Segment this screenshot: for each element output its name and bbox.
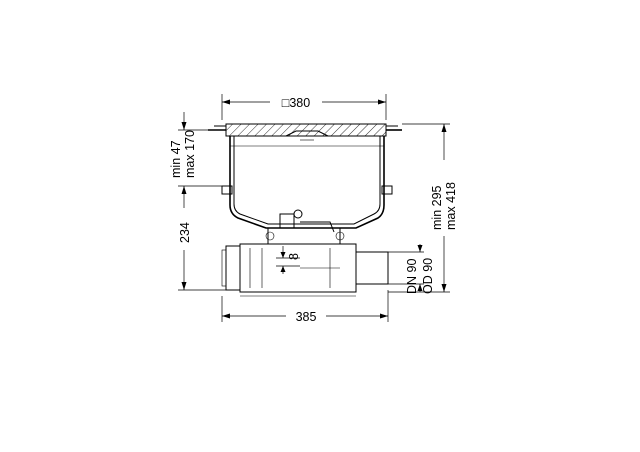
arrow-diam-up bbox=[417, 284, 423, 291]
label-height-max: max 418 bbox=[444, 182, 458, 230]
arrow-offset-down bbox=[280, 252, 286, 258]
label-dn: DN 90 bbox=[405, 259, 419, 294]
outlet-pipe bbox=[221, 243, 389, 297]
dim-bottom-width: 385 bbox=[221, 290, 389, 324]
arrow-234-up bbox=[181, 186, 187, 194]
arrow-top-left bbox=[222, 99, 230, 105]
side-clip-left bbox=[221, 185, 233, 195]
arrow-diam-down bbox=[417, 245, 423, 252]
label-adjust-max: max 170 bbox=[183, 130, 197, 178]
side-clip-right bbox=[381, 185, 393, 195]
arrow-bottom-right bbox=[380, 313, 388, 319]
arrow-bottom-left bbox=[222, 313, 230, 319]
pivot-left bbox=[265, 231, 275, 241]
body-outline-inner bbox=[233, 136, 381, 225]
valve-lever bbox=[300, 221, 335, 233]
grating-top bbox=[208, 123, 402, 141]
dim-pipe-diameter: DN 90 OD 90 bbox=[388, 244, 435, 294]
arrow-height-down bbox=[441, 284, 447, 292]
dim-offset: 8 bbox=[276, 246, 301, 274]
dim-right-height: min 295 max 418 bbox=[388, 123, 458, 293]
label-height-min: min 295 bbox=[430, 185, 444, 230]
label-od: OD 90 bbox=[421, 258, 435, 294]
drain-body bbox=[221, 136, 393, 229]
body-outline-outer bbox=[229, 136, 385, 229]
dim-left-adjust: min 47 max 170 bbox=[169, 112, 208, 178]
valve-block bbox=[279, 213, 295, 229]
grating-center-boss bbox=[285, 130, 329, 137]
dim-left-234: 234 bbox=[178, 185, 226, 291]
arrow-adjust-down bbox=[181, 122, 187, 130]
arrow-top-right bbox=[378, 99, 386, 105]
trap-mechanism bbox=[265, 209, 345, 245]
socket-rim-left bbox=[221, 249, 227, 287]
grating-hatch bbox=[225, 123, 387, 137]
label-adjust-min: min 47 bbox=[169, 140, 183, 178]
trap-housing bbox=[267, 228, 341, 245]
pivot-right bbox=[335, 231, 345, 241]
dim-top-width: □380 bbox=[221, 94, 387, 120]
pipe-spigot-right bbox=[356, 251, 389, 285]
pipe-socket-left bbox=[225, 245, 241, 291]
arrow-offset-up bbox=[280, 266, 286, 272]
pipe-main-body bbox=[239, 243, 357, 293]
label-top-width: □380 bbox=[282, 96, 310, 110]
valve-knob bbox=[293, 209, 303, 219]
arrow-height-up bbox=[441, 124, 447, 132]
label-234: 234 bbox=[178, 222, 192, 243]
label-bottom-width: 385 bbox=[296, 310, 317, 324]
label-offset: 8 bbox=[287, 253, 301, 260]
arrow-234-down bbox=[181, 282, 187, 290]
